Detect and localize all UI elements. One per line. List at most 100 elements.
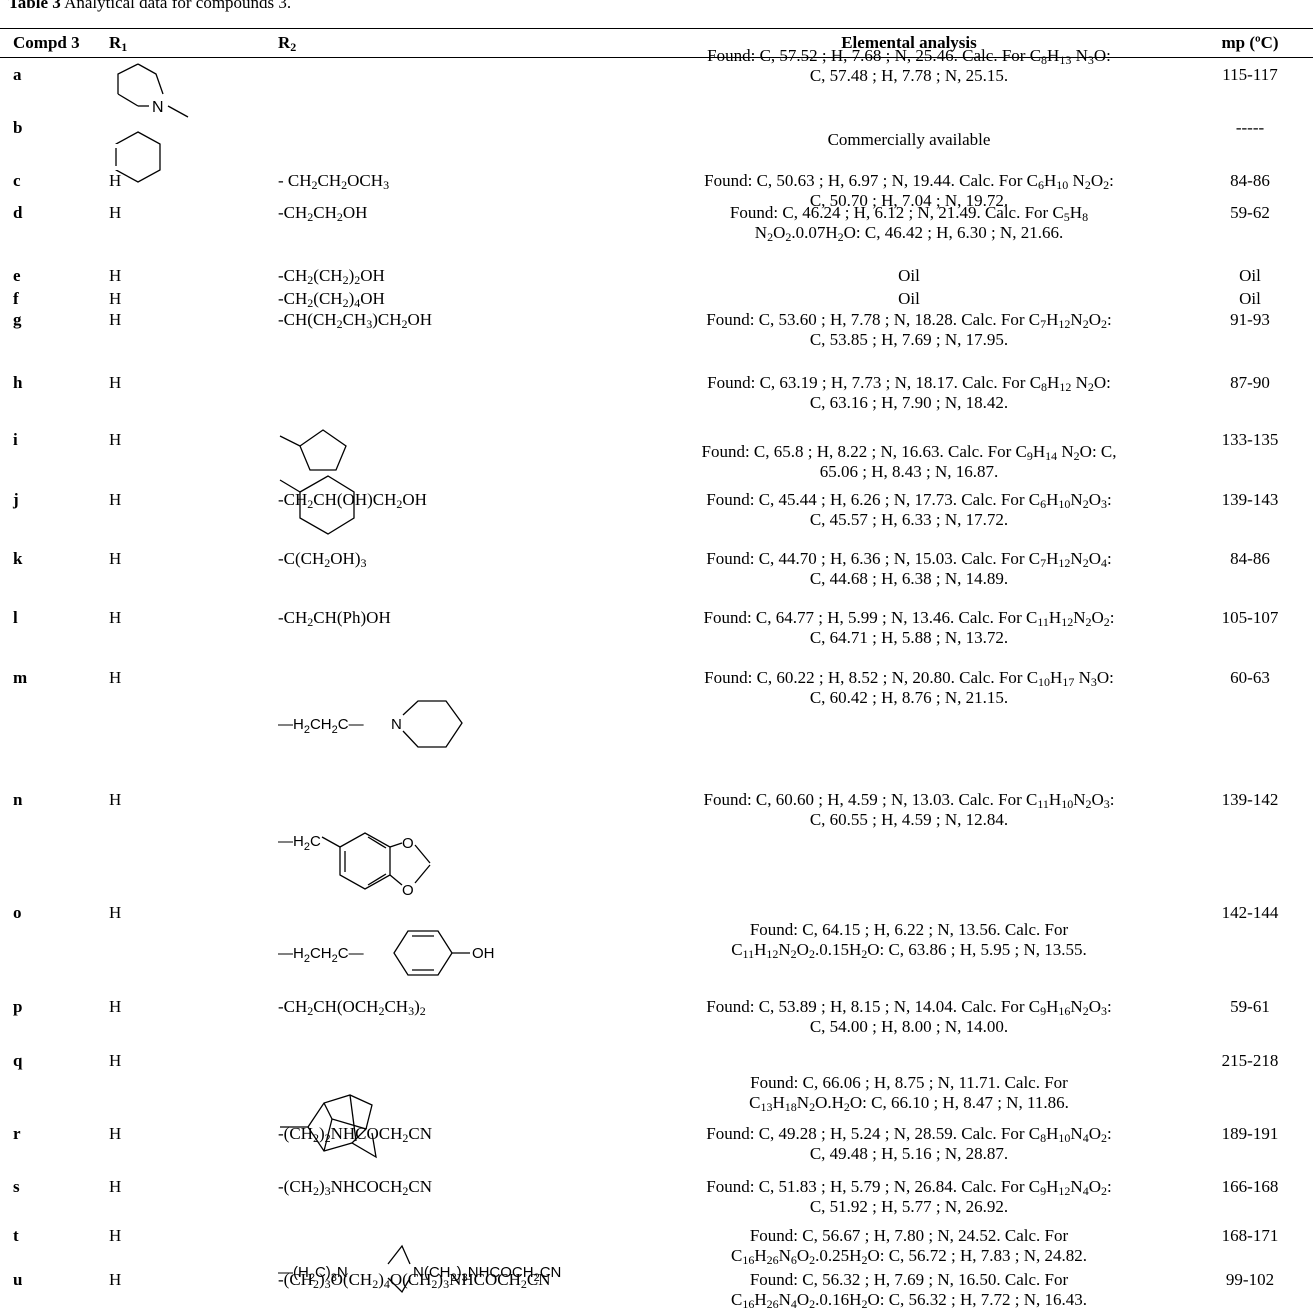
- r1-cell: H: [109, 549, 122, 568]
- table-caption: Table 3 Analytical data for compounds 3.: [8, 0, 291, 13]
- r1-cell: H: [109, 490, 122, 509]
- structure-n-prefix-label: —H2C: [278, 833, 321, 853]
- compound-id: j: [13, 490, 19, 509]
- r1-cell: H: [109, 289, 122, 308]
- compound-id: c: [13, 171, 21, 190]
- header-elemental-analysis: Elemental analysis: [841, 33, 977, 52]
- r1-cell: H: [109, 203, 122, 222]
- elemental-analysis-cell: Commercially available: [827, 130, 991, 149]
- r1-cell: H: [109, 1270, 122, 1289]
- mp-cell: 189-191: [1221, 1124, 1279, 1143]
- structure-t-prefix-label: —(H2C)3N: [278, 1264, 348, 1284]
- elemental-analysis-cell: Found: C, 45.44 ; H, 6.26 ; N, 17.73. Ca…: [706, 490, 1112, 529]
- r2-cell: -CH2(CH2)2OH: [278, 266, 385, 287]
- table-label: Table 3: [8, 0, 61, 12]
- mp-cell: 59-62: [1230, 203, 1270, 222]
- elemental-analysis-cell: Oil: [898, 289, 920, 308]
- structure-m-prefix-label: —H2CH2C—: [278, 716, 364, 736]
- elemental-analysis-cell: Found: C, 51.83 ; H, 5.79 ; N, 26.84. Ca…: [706, 1177, 1112, 1216]
- header-compd: Compd 3: [13, 33, 80, 52]
- r2-cell: -CH2(CH2)4OH: [278, 289, 385, 310]
- r1-cell: H: [109, 1051, 122, 1070]
- mp-cell: 139-143: [1221, 490, 1279, 509]
- elemental-analysis-cell: Found: C, 60.22 ; H, 8.52 ; N, 20.80. Ca…: [704, 668, 1114, 707]
- compound-id: h: [13, 373, 23, 392]
- compound-id: p: [13, 997, 23, 1016]
- mp-cell: Oil: [1239, 266, 1261, 285]
- compound-id: q: [13, 1051, 23, 1070]
- elemental-analysis-cell: Found: C, 56.67 ; H, 7.80 ; N, 24.52. Ca…: [730, 1226, 1088, 1267]
- structure-q-adamantyl: [280, 1094, 377, 1159]
- header-r1: R1: [109, 33, 128, 54]
- r1-cell: H: [109, 171, 122, 190]
- compound-id: s: [13, 1177, 20, 1196]
- r2-cell: -(CH2)3NHCOCH2CN: [278, 1177, 433, 1198]
- structure-t-n-label: N(CH2)3NHCOCH2CN: [413, 1264, 561, 1284]
- compound-id: r: [13, 1124, 21, 1143]
- mp-cell: 168-171: [1221, 1226, 1279, 1245]
- r2-cell: -CH2CH2OH: [278, 203, 368, 224]
- r1-cell: H: [109, 668, 122, 687]
- compound-id: l: [13, 608, 18, 627]
- compound-id: u: [13, 1270, 23, 1289]
- mp-cell: Oil: [1239, 289, 1261, 308]
- compound-id: m: [13, 668, 28, 687]
- compound-id: o: [13, 903, 22, 922]
- elemental-analysis-cell: Found: C, 64.77 ; H, 5.99 ; N, 13.46. Ca…: [703, 608, 1115, 647]
- compound-id: e: [13, 266, 21, 285]
- mp-cell: 142-144: [1221, 903, 1279, 922]
- elemental-analysis-cell: Found: C, 44.70 ; H, 6.36 ; N, 15.03. Ca…: [706, 549, 1112, 588]
- compound-id: d: [13, 203, 23, 222]
- compound-id: a: [13, 65, 22, 84]
- structure-o-oh-label: OH: [472, 945, 495, 962]
- r1-cell: H: [109, 608, 122, 627]
- mp-cell: -----: [1235, 118, 1265, 137]
- mp-cell: 84-86: [1230, 171, 1270, 190]
- elemental-analysis-cell: Found: C, 53.60 ; H, 7.78 ; N, 18.28. Ca…: [706, 310, 1112, 349]
- elemental-analysis-cell: Found: C, 60.60 ; H, 4.59 ; N, 13.03. Ca…: [703, 790, 1115, 829]
- r2-cell: -CH2CH(Ph)OH: [278, 608, 391, 629]
- elemental-analysis-cell: Found: C, 65.8 ; H, 8.22 ; N, 16.63. Cal…: [701, 442, 1117, 481]
- r2-cell: -CH2CH(OCH2CH3)2: [278, 997, 426, 1018]
- r1-cell: H: [109, 266, 122, 285]
- structure-h-cyclopentyl: [279, 429, 347, 471]
- r1-cell: H: [109, 1226, 122, 1245]
- mp-cell: 139-142: [1221, 790, 1279, 809]
- structure-n-o2-label: O: [402, 882, 414, 899]
- structure-m-n-label: N: [391, 716, 402, 733]
- mp-cell: 87-90: [1230, 373, 1270, 392]
- mp-cell: 115-117: [1222, 65, 1278, 84]
- elemental-analysis-cell: Found: C, 50.63 ; H, 6.97 ; N, 19.44. Ca…: [704, 171, 1114, 210]
- r1-cell: H: [109, 430, 122, 449]
- mp-cell: 99-102: [1225, 1270, 1275, 1289]
- compound-id: f: [13, 289, 19, 308]
- r1-cell: H: [109, 310, 122, 329]
- mp-cell: 60-63: [1230, 668, 1270, 687]
- r1-cell: H: [109, 997, 122, 1016]
- compound-id: b: [13, 118, 23, 137]
- header-r2: R2: [278, 33, 297, 54]
- compound-id: g: [13, 310, 22, 329]
- r1-cell: H: [109, 903, 122, 922]
- mp-cell: 105-107: [1221, 608, 1279, 627]
- elemental-analysis-cell: Oil: [898, 266, 920, 285]
- structure-o-prefix-label: —H2CH2C—: [278, 945, 364, 965]
- r1-cell: H: [109, 1124, 122, 1143]
- elemental-analysis-cell: Found: C, 49.28 ; H, 5.24 ; N, 28.59. Ca…: [706, 1124, 1112, 1163]
- mp-cell: 59-61: [1230, 997, 1270, 1016]
- structure-a-n-label: N: [152, 99, 164, 116]
- elemental-analysis-cell: Found: C, 66.06 ; H, 8.75 ; N, 11.71. Ca…: [749, 1073, 1069, 1114]
- compound-id: i: [13, 430, 18, 449]
- r2-cell: - CH2CH2OCH3: [278, 171, 390, 192]
- r1-cell: H: [109, 373, 122, 392]
- table-caption-text: Analytical data for compounds 3.: [64, 0, 292, 12]
- elemental-analysis-cell: Found: C, 57.52 ; H, 7.68 ; N, 25.46. Ca…: [707, 46, 1111, 85]
- elemental-analysis-cell: Found: C, 63.19 ; H, 7.73 ; N, 18.17. Ca…: [707, 373, 1111, 412]
- r1-cell: H: [109, 1177, 122, 1196]
- mp-cell: 215-218: [1221, 1051, 1279, 1070]
- structure-n-o1-label: O: [402, 835, 414, 852]
- header-rule: [0, 57, 1313, 58]
- structure-n-piperonyl: —H2C O O: [278, 832, 431, 899]
- mp-cell: 133-135: [1221, 430, 1279, 449]
- mp-cell: 166-168: [1221, 1177, 1279, 1196]
